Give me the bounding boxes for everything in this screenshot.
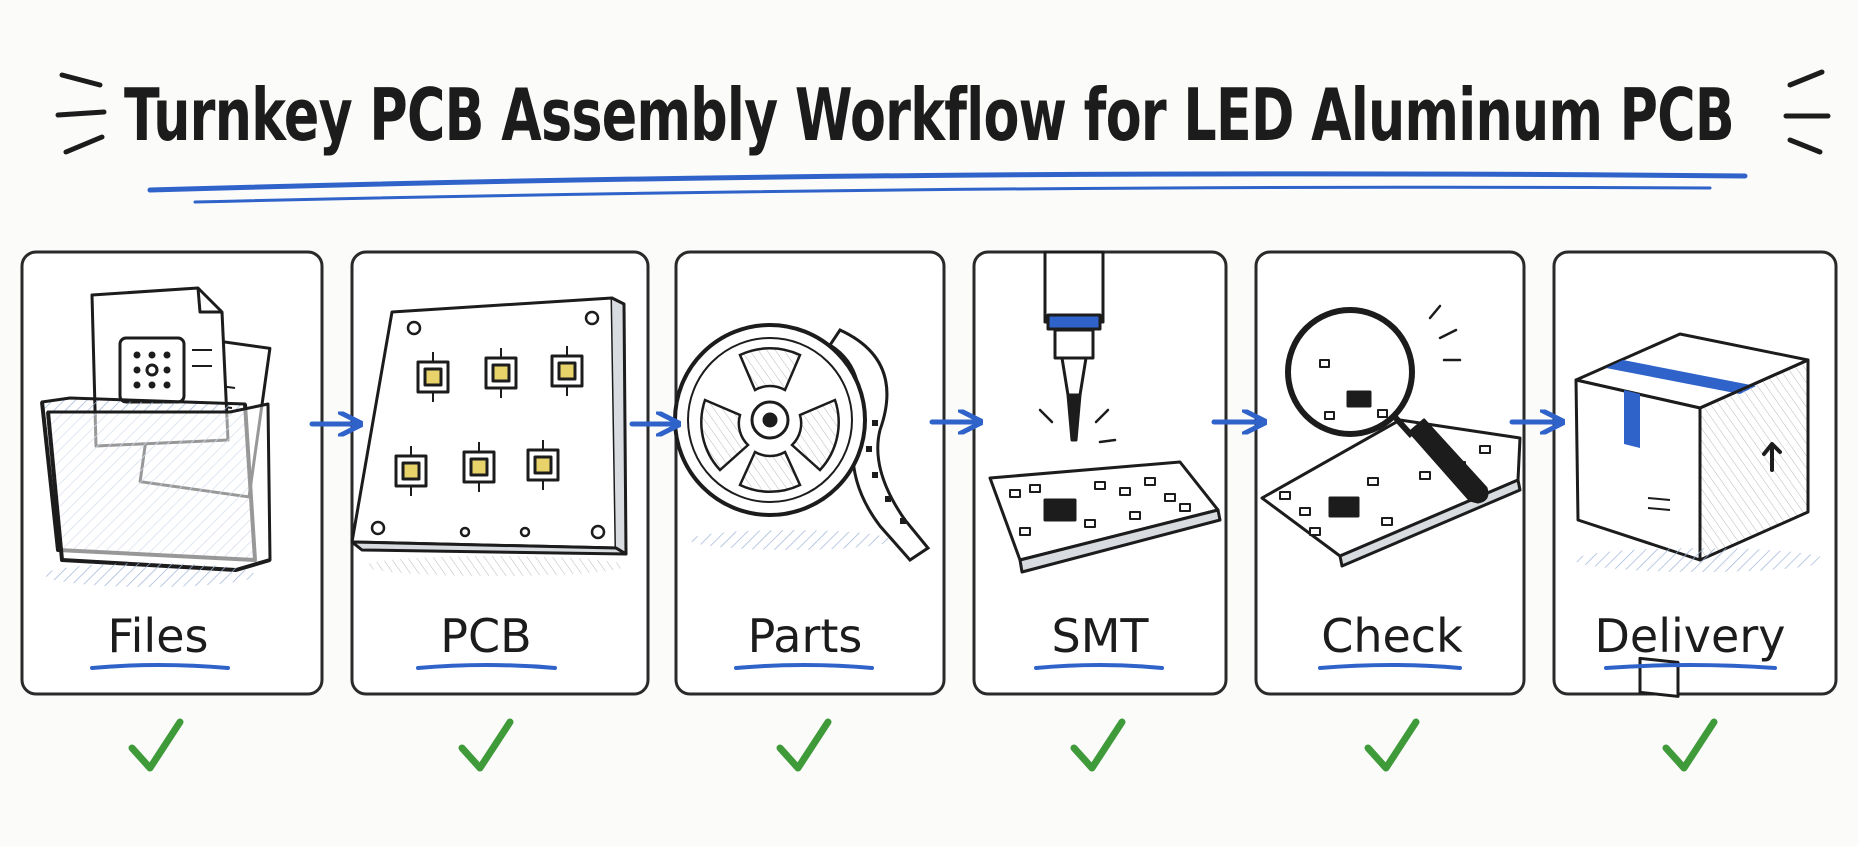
led-chip-grid bbox=[394, 346, 584, 496]
title-left-emphasis-marks bbox=[55, 72, 107, 155]
step-label-check: Check bbox=[1321, 609, 1463, 663]
label-underlines bbox=[90, 663, 1777, 670]
status-checkmarks bbox=[128, 718, 1718, 772]
underline-check bbox=[1318, 663, 1462, 670]
step-label-delivery: Delivery bbox=[1595, 609, 1786, 663]
folder-documents-icon bbox=[40, 286, 272, 587]
underline-pcb bbox=[416, 663, 557, 670]
step-label-parts: Parts bbox=[748, 609, 863, 663]
check-icon bbox=[1070, 718, 1126, 772]
page-title: Turnkey PCB Assembly Workflow for LED Al… bbox=[124, 73, 1734, 157]
underline-parts bbox=[734, 663, 874, 670]
magnifier-inspection-icon bbox=[1260, 304, 1522, 568]
step-label-pcb: PCB bbox=[440, 609, 531, 663]
title-group: Turnkey PCB Assembly Workflow for LED Al… bbox=[55, 69, 1831, 204]
step-labels: Files PCB Parts SMT Check Delivery bbox=[108, 609, 1786, 663]
aluminum-pcb-board-icon bbox=[350, 296, 628, 576]
flow-arrows bbox=[309, 422, 1560, 424]
shipping-box-icon bbox=[1574, 332, 1825, 698]
step-label-smt: SMT bbox=[1052, 609, 1150, 663]
check-icon bbox=[458, 718, 514, 772]
underline-smt bbox=[1034, 663, 1164, 670]
title-right-emphasis-marks bbox=[1783, 69, 1831, 155]
check-icon bbox=[776, 718, 832, 772]
check-icon bbox=[1364, 718, 1420, 772]
check-icon bbox=[128, 718, 184, 772]
component-reel-icon bbox=[673, 323, 931, 562]
title-underline bbox=[147, 171, 1748, 204]
pick-and-place-nozzle-icon bbox=[988, 250, 1222, 574]
check-icon bbox=[1662, 718, 1718, 772]
step-label-files: Files bbox=[108, 609, 209, 663]
underline-delivery bbox=[1604, 663, 1777, 670]
underline-files bbox=[90, 663, 230, 670]
